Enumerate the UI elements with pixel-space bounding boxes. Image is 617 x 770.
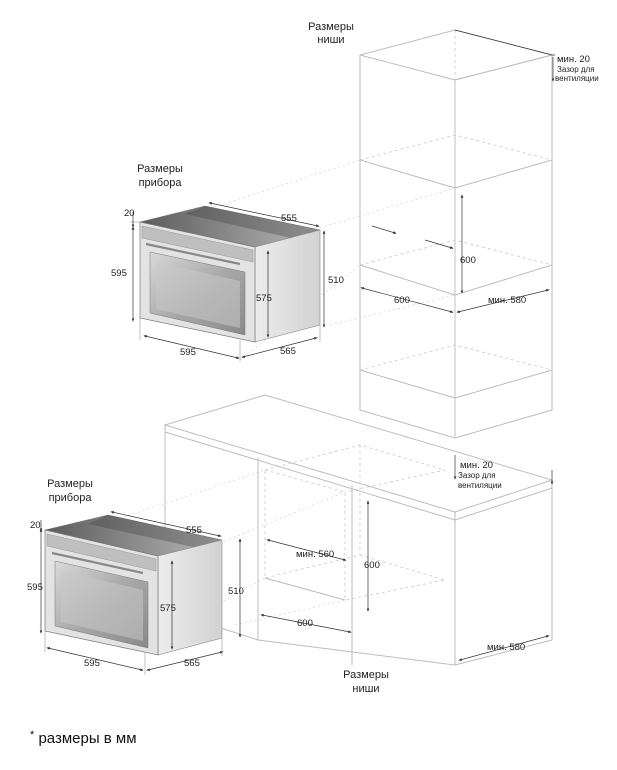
column-cabinet [359,29,553,439]
oven-bottom [44,514,223,656]
oven-bottom-depth-bottom-label: 565 [184,658,200,669]
oven-height-outer-label: 595 [111,268,127,279]
ventilation-min-top: мин. 20 [557,54,590,65]
oven-bottom-width-bottom-label: 595 [84,658,100,669]
oven-bottom-top-gap-label: 20 [30,520,41,531]
oven-top-gap-label: 20 [124,208,135,219]
units-footnote: * размеры в мм [30,729,137,747]
oven-width-bottom-label: 595 [180,347,196,358]
niche-title-top-line1: Размеры [308,21,354,33]
oven-bottom-depth-side-label: 510 [228,586,244,597]
niche-title-bottom-line2: ниши [352,683,379,695]
device-title-top-line2: прибора [139,177,183,189]
oven-height-inner-label: 575 [256,293,272,304]
ventilation-min-bottom: мин. 20 [460,460,493,471]
oven-bottom-height-outer-label: 595 [27,582,43,593]
ventilation-label-bottom-line2: вентиляции [458,481,502,490]
device-title-bottom-line1: Размеры [47,478,93,490]
oven-dimensions-top [130,201,326,362]
device-title-bottom-line2: прибора [49,492,93,504]
ventilation-label-top-line2: вентиляции [555,74,599,83]
counter-cabinet [163,394,554,666]
niche-depth-top-label: мин. 580 [488,295,526,306]
oven-dimensions-bottom [39,511,242,675]
footnote-text: размеры в мм [34,730,137,747]
niche-height-bottom-label: 600 [364,560,380,571]
niche-height-top-label: 600 [460,255,476,266]
niche-dimensions-bottom [260,455,554,661]
device-title-top-line1: Размеры [137,163,183,175]
oven-depth-bottom-label: 565 [280,346,296,357]
niche-dimensions-top [360,29,555,313]
oven-width-top-label: 555 [281,213,297,224]
ventilation-label-bottom-line1: Зазор для [458,471,496,480]
projection-lines-bottom [99,469,346,646]
ventilation-label-top-line1: Зазор для [557,65,595,74]
niche-width-top-label: 600 [394,295,410,306]
niche-title-bottom-line1: Размеры [343,669,389,681]
niche-width-bottom-label: 600 [297,618,313,629]
oven-depth-side-label: 510 [328,275,344,286]
niche-depth-bottom-label: мин. 580 [487,642,525,653]
niche-title-top-line2: ниши [317,34,344,46]
oven-bottom-width-top-label: 555 [186,525,202,536]
oven-bottom-height-inner-label: 575 [160,603,176,614]
niche-inner-width-bottom-label: мин. 560 [296,549,334,560]
footnote-star: * [30,729,35,741]
oven-top [139,205,321,343]
